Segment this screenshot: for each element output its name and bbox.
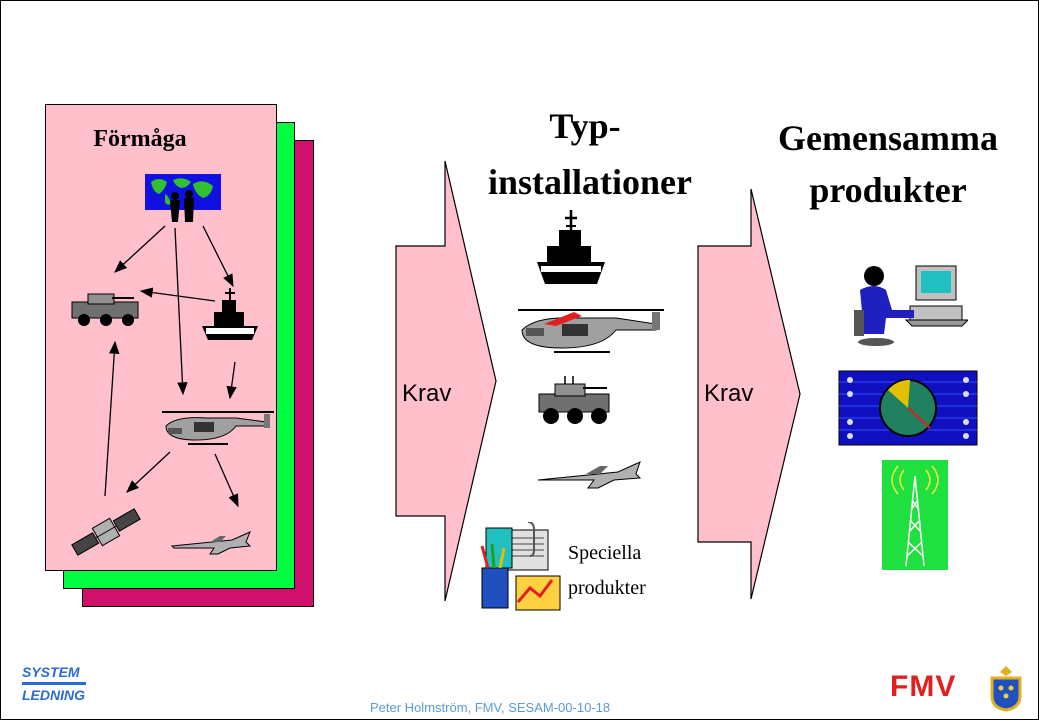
requirement-label-left: Krav [402,380,452,407]
special-products-line1: Speciella [568,542,642,564]
type-installations-title-line2: installationer [488,162,692,202]
helicopter-icon [518,309,664,353]
radar-screen-icon [838,370,978,446]
helicopter-icon [162,411,274,445]
warship-icon [537,210,605,284]
system-ledning-line1: SYSTEM [22,664,80,680]
type-installations-title-line1: Typ- [549,106,621,146]
fmv-crest-icon [990,666,1022,712]
fmv-logo-text: FMV [890,670,957,703]
logo-bar [22,682,86,685]
world-map-people-icon [145,174,221,222]
radio-mast-icon [882,460,948,570]
common-products-title-line2: produkter [809,170,967,210]
operator-workstation-icon [854,265,968,346]
requirement-arrow-right [697,188,801,600]
satellite-icon [71,508,141,556]
warship-icon [202,288,258,340]
armored-vehicle-icon [71,293,139,326]
system-ledning-line2: LEDNING [22,687,85,703]
fighter-jet-icon [537,461,642,489]
armored-vehicle-icon [538,376,610,424]
footer-text: Peter Holmström, FMV, SESAM-00-10-18 [370,700,611,715]
capability-diagram [104,225,239,508]
panel-title: Förmåga [93,126,187,152]
requirement-arrow-left [395,160,497,602]
office-supplies-icon [480,522,561,611]
requirement-label-right: Krav [704,380,754,407]
fighter-jet-icon [170,531,252,555]
special-products-line2: produkter [568,577,646,599]
common-products-title-line1: Gemensamma [778,118,998,158]
system-ledning-logo: SYSTEM LEDNING [22,664,86,703]
